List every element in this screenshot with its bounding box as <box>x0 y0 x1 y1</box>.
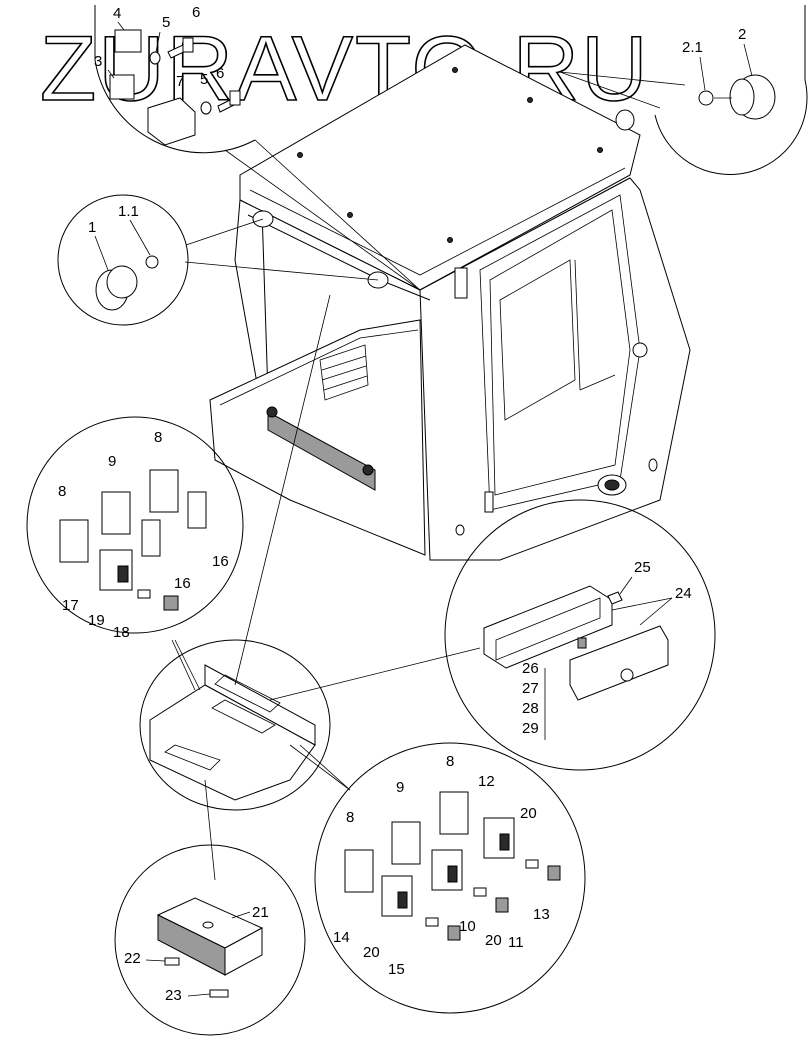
lens-18 <box>163 595 179 611</box>
detail-work-lamp: 1 1.1 <box>88 203 379 311</box>
detail-rear-lamp: 2.1 2 <box>559 5 808 175</box>
bulb-20a <box>525 859 539 869</box>
detail-interior-lamp: 21 22 23 <box>124 897 269 1004</box>
bulb-23 <box>209 989 229 998</box>
callout-6a: 6 <box>192 4 200 21</box>
callout-17: 17 <box>62 597 79 614</box>
relay-3 <box>109 74 135 100</box>
detail-switches-left: 8 9 8 16 16 17 19 18 <box>58 429 229 641</box>
callout-15: 15 <box>388 961 405 978</box>
cab-body <box>209 44 691 561</box>
callout-5a: 5 <box>162 14 170 31</box>
fuse-cover-24 <box>569 625 669 701</box>
callout-21: 21 <box>252 904 269 921</box>
callout-14: 14 <box>333 929 350 946</box>
screw-25 <box>607 591 623 605</box>
callout-20b: 20 <box>485 932 502 949</box>
callout-10: 10 <box>459 918 476 935</box>
relay-4 <box>114 29 142 53</box>
detail-work-lamp-circle <box>57 194 189 326</box>
callout-1: 1 <box>88 219 96 236</box>
callout-16a: 16 <box>212 553 229 570</box>
callout-1-1: 1.1 <box>118 203 139 220</box>
detail-switches-right-circle <box>314 742 586 1014</box>
cab-front <box>209 319 426 556</box>
detail-interior-lamp-circle <box>114 844 306 1036</box>
callout-13: 13 <box>533 906 550 923</box>
callout-11: 11 <box>508 934 524 951</box>
callout-2-1: 2.1 <box>682 39 703 56</box>
bulb-20b <box>473 887 487 897</box>
callout-29: 29 <box>522 720 539 737</box>
bulb-22 <box>164 957 180 966</box>
callout-8b: 8 <box>154 429 162 446</box>
dash-panel <box>267 411 376 491</box>
detail-dashboard-circle <box>139 639 331 811</box>
callout-28: 28 <box>522 700 539 717</box>
bulb-2-1 <box>698 90 714 106</box>
lens-15 <box>447 925 461 941</box>
callout-8a: 8 <box>58 483 66 500</box>
callout-27: 27 <box>522 680 539 697</box>
callout-3: 3 <box>94 53 102 70</box>
bulb-20c <box>425 917 439 927</box>
detail-fuse-box-circle <box>444 499 716 771</box>
detail-switches-right: 8 9 8 12 20 13 10 20 11 14 20 15 <box>333 753 561 978</box>
callout-7: 7 <box>176 73 184 90</box>
seal-16a <box>187 491 207 529</box>
detail-fuse-box: 25 24 26 27 28 29 <box>483 559 692 740</box>
callout-5b: 5 <box>200 71 208 88</box>
bulb-19 <box>137 589 151 599</box>
callout-8c: 8 <box>346 809 354 826</box>
callout-18: 18 <box>113 624 130 641</box>
switch-8b <box>149 469 179 513</box>
detail-switches-left-circle <box>26 416 244 634</box>
detail-relays: 4 5 6 3 7 5 6 <box>94 4 421 291</box>
callout-26: 26 <box>522 660 539 677</box>
callout-2: 2 <box>738 26 746 43</box>
callout-25: 25 <box>634 559 651 576</box>
callout-23: 23 <box>165 987 182 1004</box>
relay-7 <box>147 97 196 146</box>
lens-13 <box>547 865 561 881</box>
callout-24: 24 <box>675 585 692 602</box>
bulb-1-1 <box>145 255 159 269</box>
switch-8d <box>439 791 469 835</box>
switch-10 <box>431 849 463 891</box>
callout-8d: 8 <box>446 753 454 770</box>
seal-16b <box>141 519 161 557</box>
callout-20c: 20 <box>363 944 380 961</box>
door-outline <box>479 194 641 511</box>
callout-4: 4 <box>113 5 121 22</box>
callout-12: 12 <box>478 773 495 790</box>
callout-6b: 6 <box>216 65 224 82</box>
switch-14 <box>381 875 413 917</box>
lens-11 <box>495 897 509 913</box>
fuse-26 <box>577 637 587 649</box>
detail-dashboard <box>149 294 481 881</box>
switch-9b <box>391 821 421 865</box>
callout-16b: 16 <box>174 575 191 592</box>
callout-9: 9 <box>108 453 116 470</box>
switch-9 <box>101 491 131 535</box>
callout-22: 22 <box>124 950 141 967</box>
callout-19: 19 <box>88 612 105 629</box>
switch-8a <box>59 519 89 563</box>
callout-9b: 9 <box>396 779 404 796</box>
switch-8c <box>344 849 374 893</box>
callout-20a: 20 <box>520 805 537 822</box>
